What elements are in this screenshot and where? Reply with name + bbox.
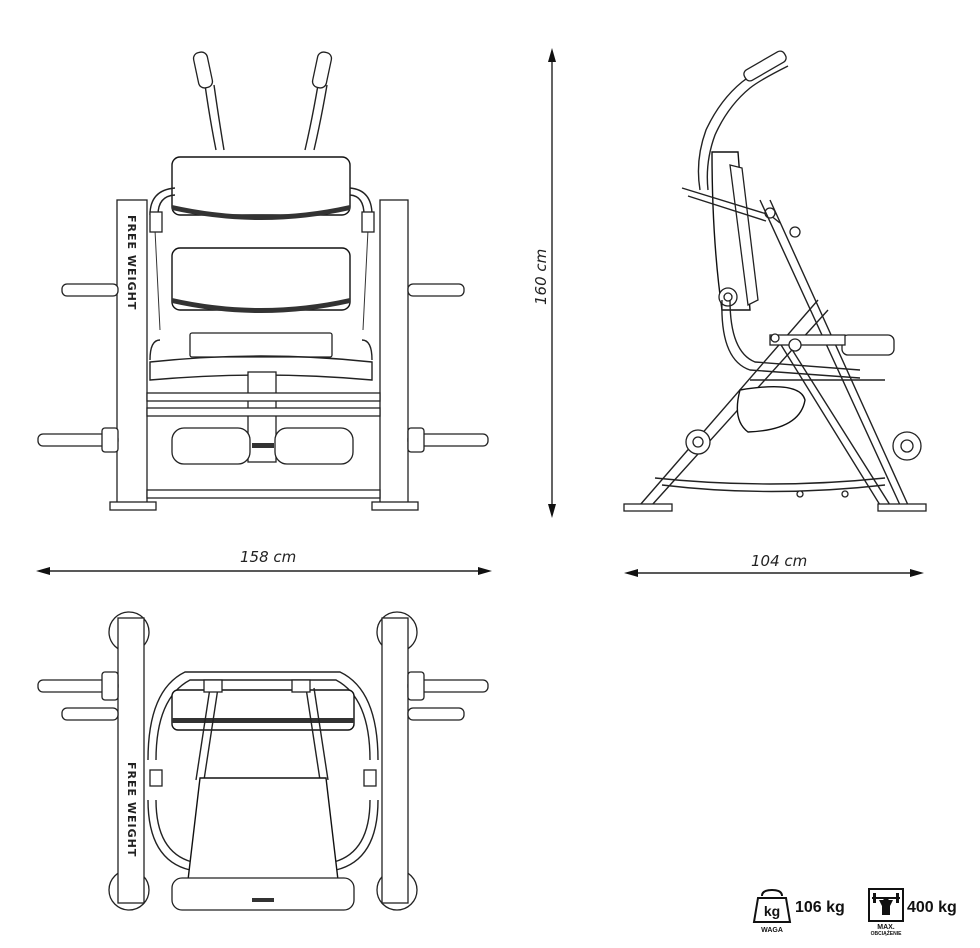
front-left-upright: FREE WEIGHT: [109, 199, 157, 511]
depth-label: 104 cm: [751, 552, 807, 570]
spec-badges: kg 106 kg WAGA 400 kg MAX. OBCIĄŻENIE: [752, 888, 972, 938]
front-back-pad-lower: [171, 247, 351, 313]
height-dimension: 160 cm: [532, 48, 556, 518]
brand-label-top: FREE WEIGHT: [125, 762, 138, 857]
side-seat: [841, 334, 895, 356]
barbell-load-icon: [868, 888, 904, 922]
weight-value: 106 kg: [795, 899, 845, 916]
width-dimension: 158 cm: [36, 548, 492, 575]
front-weight-pegs: [37, 283, 489, 453]
max-load-caption-line1: MAX.: [877, 924, 895, 931]
front-seat: [189, 332, 333, 358]
front-top-handles: [192, 51, 333, 151]
front-view: FREE WEIGHT: [37, 51, 489, 511]
front-right-upright: [371, 199, 419, 511]
depth-dimension: 104 cm: [624, 552, 924, 577]
height-label: 160 cm: [532, 249, 550, 305]
brand-label-front: FREE WEIGHT: [125, 215, 138, 310]
front-back-pad-upper: [171, 156, 351, 220]
side-view: [623, 50, 927, 512]
max-load-value: 400 kg: [907, 899, 957, 916]
top-view: FREE WEIGHT: [37, 611, 489, 911]
max-load-caption: MAX. OBCIĄŻENIE: [860, 924, 912, 937]
max-load-caption-line2: OBCIĄŻENIE: [870, 931, 902, 937]
kg-weight-icon: kg: [752, 888, 792, 923]
kg-icon-label: kg: [764, 903, 780, 919]
max-load-spec: 400 kg MAX. OBCIĄŻENIE: [868, 888, 957, 937]
weight-spec: kg 106 kg WAGA: [752, 888, 845, 934]
weight-caption: WAGA: [761, 927, 783, 934]
front-leg-rollers: [171, 427, 354, 465]
width-label: 158 cm: [240, 548, 296, 566]
